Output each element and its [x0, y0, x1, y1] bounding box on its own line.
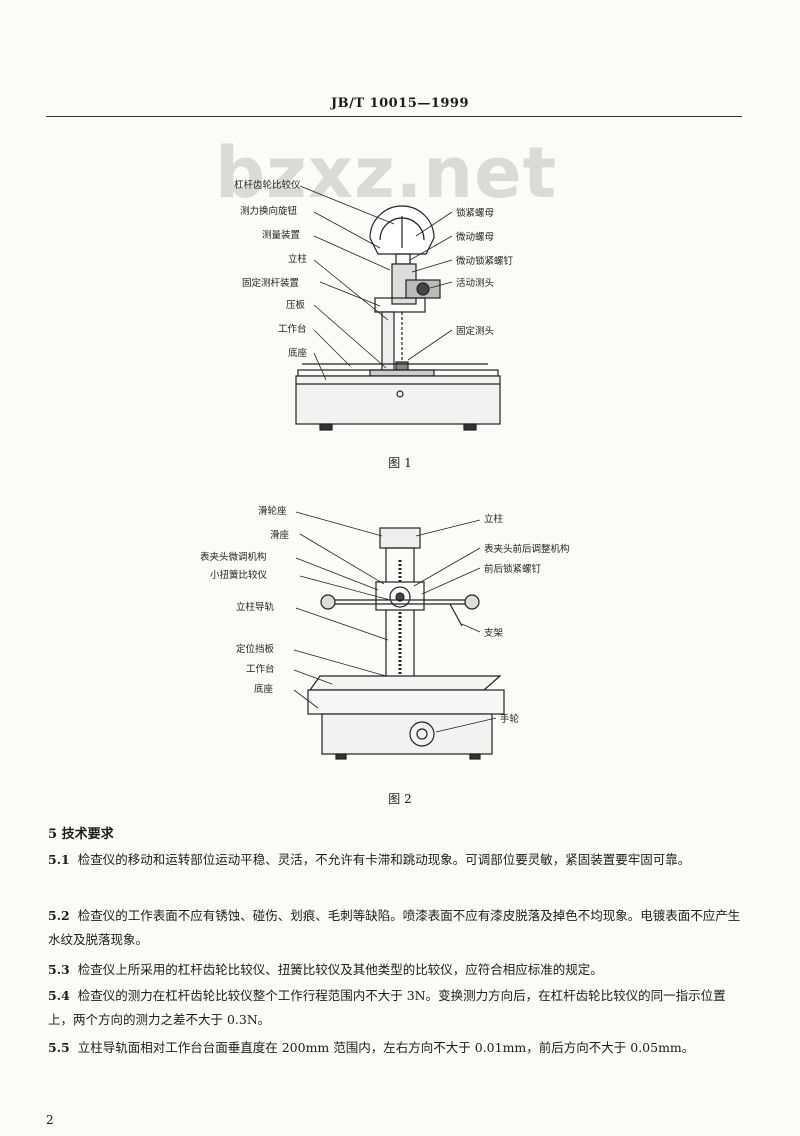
requirement-number: 5.5 — [48, 1040, 70, 1055]
requirement-item: 5.3 检查仪上所采用的杠杆齿轮比较仪、扭簧比较仪及其他类型的比较仪，应符合相应标… — [48, 958, 748, 982]
fig1-label-micro-nut: 微动螺母 — [456, 231, 494, 243]
fig1-label-force-direction-knob: 测力换向旋钮 — [240, 205, 298, 217]
fig1-label-locking-nut: 锁紧螺母 — [456, 207, 494, 219]
fig1-label-lever-gear-comparator: 杠杆齿轮比较仪 — [234, 179, 301, 191]
requirement-number: 5.3 — [48, 962, 70, 977]
fig1-label-pressure-plate: 压板 — [286, 299, 306, 311]
requirement-number: 5.4 — [48, 988, 70, 1003]
fig1-label-base: 底座 — [288, 347, 308, 359]
fig2-label-positioning-rod: 定位挡板 — [236, 643, 275, 655]
fig2-label-work-table: 工作台 — [246, 663, 275, 675]
requirement-number: 5.2 — [48, 908, 70, 923]
requirement-text: 检查仪上所采用的杠杆齿轮比较仪、扭簧比较仪及其他类型的比较仪，应符合相应标准的规… — [77, 962, 603, 977]
fig1-label-fixed-measuring-rod-device: 固定测杆装置 — [242, 277, 299, 289]
requirement-number: 5.1 — [48, 852, 70, 867]
fig2-label-support: 支架 — [484, 627, 504, 639]
requirement-text: 检查仪的测力在杠杆齿轮比较仪整个工作行程范围内不大于 3N。变换测力方向后，在杠… — [48, 988, 726, 1027]
watermark: bzxz.net — [214, 132, 558, 214]
fig2-label-gauge-front-back-adjust: 表夹头前后调整机构 — [484, 543, 570, 555]
fig1-label-fixed-probe: 固定测头 — [456, 325, 494, 337]
requirement-text: 立柱导轨面相对工作台台面垂直度在 200mm 范围内，左右方向不大于 0.01m… — [77, 1040, 695, 1055]
header-rule — [46, 116, 742, 117]
requirement-item: 5.5 立柱导轨面相对工作台台面垂直度在 200mm 范围内，左右方向不大于 0.… — [48, 1036, 748, 1060]
requirement-text: 检查仪的移动和运转部位运动平稳、灵活，不允许有卡滞和跳动现象。可调部位要灵敏，紧… — [77, 852, 691, 867]
fig1-label-micro-lock-screw: 微动锁紧螺钉 — [456, 255, 514, 267]
fig2-label-slide-seat: 滑座 — [270, 529, 290, 541]
fig1-label-column: 立柱 — [288, 253, 308, 265]
fig2-label-column: 立柱 — [484, 513, 504, 525]
fig1-label-work-table: 工作台 — [278, 323, 307, 335]
figure-2-diagram: 滑轮座 滑座 表夹头微调机构 小扭簧比较仪 立柱导轨 定位挡板 工作台 底座 立… — [200, 505, 570, 760]
header-standard-id: JB/T 10015—1999 — [331, 96, 469, 111]
figure-1-caption: 图 1 — [388, 456, 412, 470]
fig2-label-small-torsion-comparator: 小扭簧比较仪 — [210, 569, 268, 581]
fig2-label-front-back-lock-screw: 前后锁紧螺钉 — [484, 563, 542, 575]
fig1-label-moving-probe: 活动测头 — [456, 277, 494, 289]
fig2-label-handwheel: 手轮 — [500, 713, 520, 725]
figure-2-caption: 图 2 — [388, 792, 412, 806]
fig2-label-gauge-holder-mechanism: 表夹头微调机构 — [200, 551, 267, 563]
figure-1-diagram: 杠杆齿轮比较仪 测力换向旋钮 测量装置 立柱 固定测杆装置 压板 工作台 底座 … — [234, 179, 514, 431]
requirement-item: 5.1 检查仪的移动和运转部位运动平稳、灵活，不允许有卡滞和跳动现象。可调部位要灵… — [48, 848, 748, 872]
fig2-label-base: 底座 — [254, 683, 274, 695]
fig1-label-measuring-device: 测量装置 — [262, 229, 300, 241]
requirement-text: 检查仪的工作表面不应有锈蚀、碰伤、划痕、毛刺等缺陷。喷漆表面不应有漆皮脱落及掉色… — [48, 908, 741, 947]
fig2-label-slider-seat: 滑轮座 — [258, 505, 287, 517]
page-number: 2 — [46, 1113, 54, 1127]
fig2-label-column-guide: 立柱导轨 — [236, 601, 275, 613]
section-title: 5 技术要求 — [48, 827, 114, 842]
